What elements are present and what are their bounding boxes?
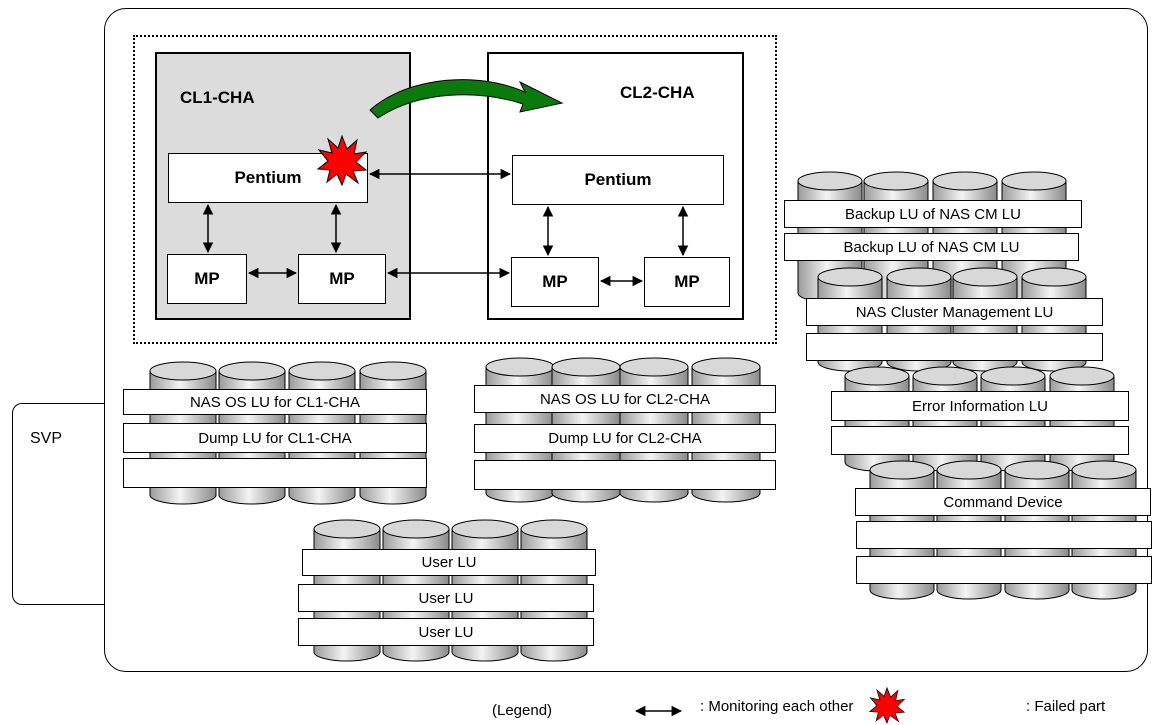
lu-cylinder-top (288, 361, 356, 381)
lu-bar: Error Information LU (831, 391, 1129, 421)
lu-bar: Dump LU for CL1-CHA (123, 423, 427, 453)
lu-bar (856, 521, 1152, 549)
lu-bar: Dump LU for CL2-CHA (474, 424, 776, 453)
lu-cylinder-top (485, 357, 555, 377)
lu-cylinder-top (1021, 267, 1087, 287)
cl1-mp-box-2: MP (298, 254, 386, 304)
lu-cylinder-top (359, 361, 427, 381)
lu-bar (474, 460, 776, 490)
cl2-cha-title: CL2-CHA (620, 83, 695, 102)
lu-cylinder-top (619, 357, 689, 377)
lu-cylinder-top (980, 366, 1046, 386)
curved-arrow-icon (369, 79, 564, 119)
lu-cylinder-top (1004, 460, 1070, 480)
lu-cylinder-top (912, 366, 978, 386)
lu-bar: Backup LU of NAS CM LU (784, 200, 1082, 228)
lu-cylinder-top (551, 357, 621, 377)
lu-bar: Backup LU of NAS CM LU (784, 233, 1079, 261)
cl2-mp-box-2: MP (644, 257, 730, 307)
svp-box (12, 403, 116, 605)
lu-bar (806, 333, 1103, 361)
lu-cylinder-top (952, 267, 1018, 287)
starburst-icon (316, 134, 368, 187)
cl2-pentium-box: Pentium (512, 155, 724, 205)
cl2-mp-box-1: MP (511, 257, 599, 307)
lu-cylinder-top (869, 460, 935, 480)
lu-bar (123, 458, 427, 488)
lu-bar: User LU (298, 618, 594, 646)
lu-cylinder-top (1049, 366, 1115, 386)
lu-cylinder-top (1001, 171, 1067, 191)
lu-cylinder-top (817, 267, 883, 287)
starburst-icon (868, 686, 906, 724)
lu-bar: User LU (298, 584, 594, 612)
cl1-cha-title: CL1-CHA (180, 88, 255, 107)
lu-cylinder-top (886, 267, 952, 287)
lu-cylinder-top (520, 519, 588, 539)
legend-title: (Legend) (492, 702, 553, 719)
lu-cylinder-top (863, 171, 929, 191)
svp-label: SVP (30, 430, 63, 447)
lu-bar: NAS Cluster Management LU (806, 298, 1103, 326)
lu-cylinder-top (451, 519, 519, 539)
legend-failed-text: : Failed part (1026, 698, 1106, 715)
cluster-boundary (133, 35, 777, 344)
legend-monitor-text: : Monitoring each other (700, 698, 854, 715)
lu-cylinder-top (313, 519, 381, 539)
lu-bar: NAS OS LU for CL1-CHA (123, 389, 427, 415)
lu-cylinder-top (844, 366, 910, 386)
lu-cylinder-top (797, 171, 863, 191)
lu-cylinder-top (382, 519, 450, 539)
lu-bar: User LU (302, 549, 596, 576)
lu-bar (831, 426, 1129, 455)
lu-cylinder-top (691, 357, 761, 377)
monitor-arrows (202, 168, 689, 287)
lu-cylinder-top (1071, 460, 1137, 480)
lu-bar: Command Device (855, 488, 1151, 516)
lu-cylinder-top (936, 460, 1002, 480)
lu-bar (856, 556, 1152, 584)
lu-cylinder-top (218, 361, 286, 381)
lu-cylinder-top (932, 171, 998, 191)
cl1-mp-box-1: MP (167, 254, 247, 304)
lu-cylinder-top (149, 361, 217, 381)
lu-bar: NAS OS LU for CL2-CHA (474, 385, 776, 413)
